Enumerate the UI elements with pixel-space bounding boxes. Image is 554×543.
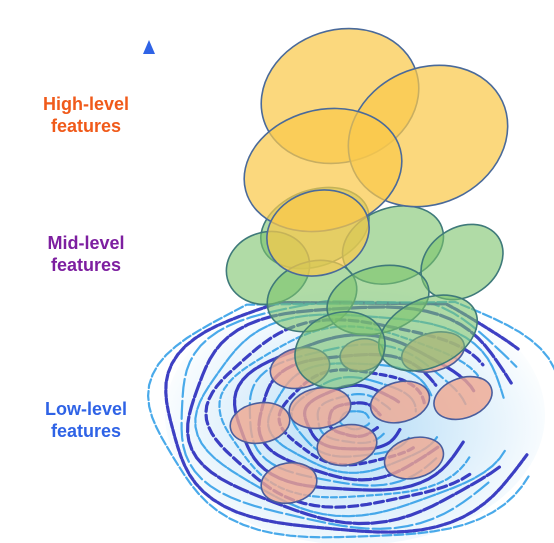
low-level-label-line2: features	[50, 421, 122, 441]
high-level-feature-ellipse	[266, 189, 370, 277]
mid-level-feature-ellipse	[294, 311, 386, 389]
high-level-features-label: High-level features	[20, 93, 152, 137]
high-level-feature-ellipses	[243, 27, 509, 277]
low-level-features-label: Low-level features	[20, 398, 152, 442]
low-level-feature-ellipse	[369, 380, 431, 424]
low-level-feature-ellipse	[433, 375, 493, 421]
low-level-feature-ellipse	[260, 461, 318, 505]
mid-level-features-label: Mid-level features	[20, 232, 152, 276]
low-level-feature-ellipse	[288, 386, 352, 430]
low-level-feature-ellipse	[229, 401, 291, 445]
high-level-label-line2: features	[50, 116, 122, 136]
mid-level-label-line1: Mid-level	[47, 233, 125, 253]
low-level-feature-ellipse	[383, 436, 445, 480]
low-level-label-line1: Low-level	[44, 399, 128, 419]
high-level-label-line1: High-level	[42, 94, 130, 114]
fingerprint-ridge	[164, 300, 529, 534]
low-level-feature-ellipse	[316, 423, 378, 467]
mid-level-label-line2: features	[50, 255, 122, 275]
arrow-up-icon	[143, 40, 155, 482]
